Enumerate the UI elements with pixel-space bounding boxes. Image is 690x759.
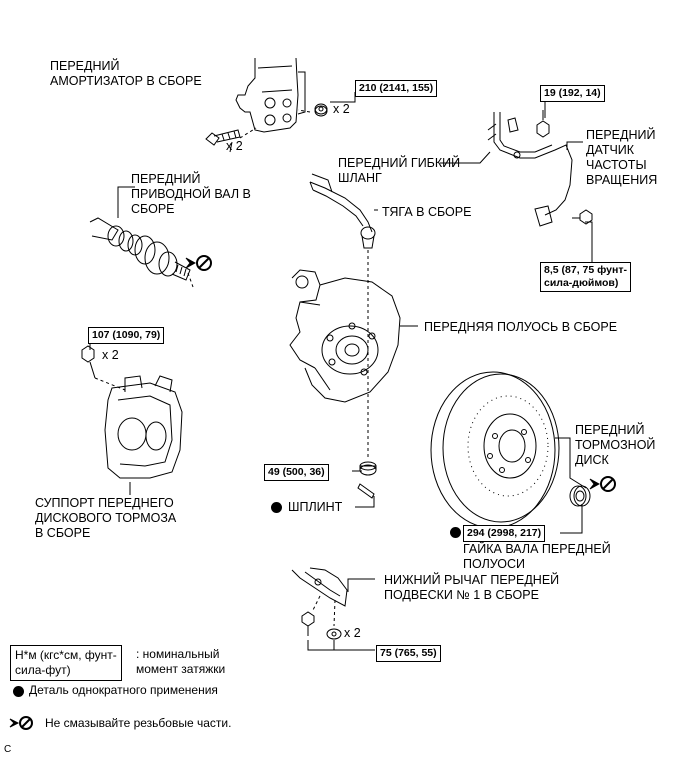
- label-cotter-pin: ШПЛИНТ: [288, 500, 343, 514]
- torque-shock-nut: 210 (2141, 155): [355, 80, 438, 97]
- brake-disc-drawing: [430, 371, 560, 529]
- torque-caliper-bolt: 107 (1090, 79): [88, 327, 165, 344]
- label-caliper: СУППОРТ ПЕРЕДНЕГО ДИСКОВОГО ТОРМОЗА В СБ…: [35, 496, 177, 540]
- caliper-drawing: [104, 375, 183, 479]
- legend-non-reusable: Деталь однократного применения: [29, 683, 218, 697]
- label-axle-nut: ГАЙКА ВАЛА ПЕРЕДНЕЙ ПОЛУОСИ: [463, 542, 611, 571]
- lower-arm-bolt-drawing: [301, 611, 315, 636]
- label-axle-hub: ПЕРЕДНЯЯ ПОЛУОСЬ В СБОРЕ: [424, 320, 618, 334]
- caliper-bolt-drawing: [81, 345, 96, 379]
- axle-hub-drawing: [289, 269, 401, 403]
- torque-sensor-bolt: 19 (192, 14): [540, 85, 605, 102]
- count-shock-bolt: x 2: [226, 139, 243, 153]
- label-brake-disc: ПЕРЕДНИЙ ТОРМОЗНОЙ ДИСК: [575, 423, 656, 467]
- lower-arm-drawing: [291, 567, 348, 607]
- label-flex-hose: ПЕРЕДНИЙ ГИБКИЙ ШЛАНГ: [338, 156, 461, 185]
- no-grease-icon-driveshaft: [185, 255, 212, 271]
- count-caliper-bolt: x 2: [102, 348, 119, 362]
- label-lower-arm: НИЖНИЙ РЫЧАГ ПЕРЕДНЕЙ ПОДВЕСКИ № 1 В СБО…: [384, 573, 560, 602]
- sensor-bolt-drawing: [536, 110, 593, 225]
- non-reusable-dot-axle-nut: [450, 527, 461, 538]
- count-shock-nut: x 2: [333, 102, 350, 116]
- speed-sensor-drawing: [487, 112, 573, 227]
- non-reusable-dot-cotter-pin: [271, 502, 282, 513]
- label-drive-shaft: ПЕРЕДНИЙ ПРИВОДНОЙ ВАЛ В СБОРЕ: [131, 172, 251, 216]
- shock-nut-drawing: [314, 103, 328, 117]
- label-speed-sensor: ПЕРЕДНИЙ ДАТЧИК ЧАСТОТЫ ВРАЩЕНИЯ: [586, 128, 658, 187]
- drive-shaft-drawing: [89, 217, 194, 288]
- shock-absorber-drawing: [235, 57, 306, 133]
- no-grease-icon-axle-nut: [589, 476, 616, 492]
- shock-bolt-drawing: [205, 129, 241, 146]
- lower-arm-nut-drawing: [326, 628, 342, 640]
- count-lower-arm: x 2: [344, 626, 361, 640]
- cotter-pin-drawing: [357, 483, 375, 499]
- legend-torque-desc: : номинальный момент затяжки: [136, 647, 226, 676]
- axle-nut-drawing: [569, 485, 591, 507]
- label-tie-rod: ТЯГА В СБОРЕ: [382, 205, 472, 219]
- no-grease-icon-legend: [9, 716, 33, 730]
- legend-no-grease: Не смазывайте резьбовые части.: [45, 716, 232, 730]
- tie-rod-nut-drawing: [359, 461, 377, 476]
- torque-tie-rod-nut: 49 (500, 36): [264, 464, 329, 481]
- legend-non-reusable-dot: [13, 686, 24, 697]
- tie-rod-drawing: [309, 173, 376, 249]
- corner-code: C: [4, 744, 12, 755]
- legend-torque-unit: Н*м (кгс*см, фунт- сила-фут): [10, 645, 122, 681]
- label-shock-absorber: ПЕРЕДНИЙ АМОРТИЗАТОР В СБОРЕ: [50, 59, 202, 88]
- torque-axle-nut: 294 (2998, 217): [463, 525, 546, 542]
- torque-lower-arm: 75 (765, 55): [376, 645, 441, 662]
- torque-sensor-bolt-2: 8,5 (87, 75 фунт- сила-дюймов): [540, 262, 631, 292]
